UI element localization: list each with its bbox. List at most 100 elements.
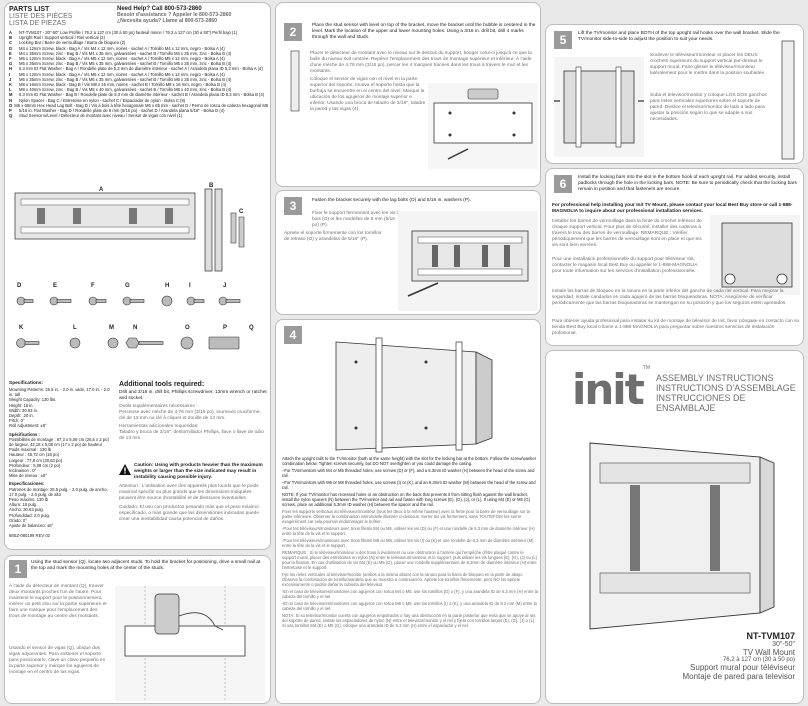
part-letter: F — [9, 56, 12, 62]
diagram-letter: D — [17, 283, 22, 289]
step-5-drawing — [554, 57, 644, 157]
step-4-paragraph: -Pour les téléviseurs/moniteurs avec tro… — [282, 525, 535, 537]
part-letter: Q — [9, 113, 13, 119]
step-3-badge: 3 — [284, 197, 302, 215]
specs-heading: Specifications: — [9, 381, 44, 386]
step-6-pro-en: For professional help installing your In… — [552, 203, 793, 214]
help-en: Need Help? Call 800-573-2860 — [117, 6, 202, 12]
part-description: Locking Bar / Barre de verrouillage / Ba… — [19, 40, 126, 46]
tools-heading: Additional tools required: — [119, 381, 205, 388]
step-4-paragraph: -En el caso de televisores/monitores con… — [282, 601, 537, 612]
step-2-es: Coloque el sensor de vigas con el nivel … — [310, 77, 426, 112]
spec-line: Roll Adjustment: ±8° — [9, 423, 47, 429]
step-4-paragraph: Attach the upright rails to the TV/monit… — [282, 456, 537, 467]
caution-fr: Attention : L'utilisation avec des appar… — [119, 484, 259, 501]
part-letter: D — [9, 45, 13, 51]
tools-en: Drill and 3/16 in. drill bit, Phillips s… — [119, 390, 267, 401]
diagram-letter: L — [73, 325, 77, 331]
parts-list-item: D M4 x 12mm Screw, black - Bag A / Vis M4… — [9, 46, 268, 51]
diagram-letter: B — [209, 183, 214, 189]
part-letter: M — [9, 92, 13, 98]
part-description: M5 x 12mm Screw, black - Bag A / Vis M5 … — [19, 56, 225, 62]
part-description: M8 x 40mm Screw, zinc - Bag B / Vis M8 x… — [19, 87, 232, 93]
tools-block: Additional tools required: Drill and 3/1… — [119, 381, 268, 442]
spec-line: Height: 18 in. — [9, 402, 34, 408]
spec-line: Patrones de montaje: 26.5 pulg. - 2.0 pu… — [9, 486, 108, 497]
spec-line: Hauteur : 45,72 cm (18 po) — [9, 452, 60, 458]
step-2-fr: Placer le détecteur de montant avec le n… — [310, 51, 532, 74]
title-es: INSTRUCCIONES DE ENSAMBLAJE — [656, 393, 746, 413]
diagram-letter: F — [91, 283, 95, 289]
step-6-drawing — [710, 215, 800, 295]
parts-drawing — [14, 188, 245, 350]
diagram-letter: A — [99, 187, 104, 193]
part-description: Stud Sensor w/Level / Détecteur de monta… — [19, 113, 183, 119]
diagram-letter: C — [239, 209, 244, 215]
parts-title-es: LISTA DE PIEZAS — [9, 20, 67, 27]
step-3-drawing — [398, 211, 538, 311]
spec-line: Mounting Patterns: 26.5 in. - 2.0 in. wi… — [9, 387, 110, 398]
spec-line: Profondeur : 5,08 cm (2 po) — [9, 462, 61, 468]
step-6-badge: 6 — [554, 175, 572, 193]
step-2-level-drawing — [290, 50, 300, 112]
screws-row-1 — [16, 295, 241, 307]
step-1-fr: À l'aide du détecteur de montant (Q), tr… — [9, 584, 107, 619]
part-description: M4 x 12mm Screw, black - Bag A / Vis M4 … — [19, 45, 225, 51]
spec-line: Peso máximo: 130 lb — [9, 497, 49, 503]
step-3-panel: 3 Fasten the bracket securely with the l… — [275, 190, 541, 315]
help-fr: Besoin d'assistance ? Appeler le 800-573… — [117, 12, 232, 18]
part-description: NT-TVM107 - 30"-50" Low Profile / 76.2 à… — [19, 30, 238, 35]
spec-line: Depth: .20 in. — [9, 413, 34, 419]
document-code: 88SZ-060199 REV 02 — [9, 533, 50, 539]
upright-rail-drawing — [204, 188, 223, 272]
spec-line: Poids maximal : 130 lb — [9, 447, 52, 453]
step-4-badge: 4 — [284, 326, 302, 344]
caution-block: Caution: Using with products heavier tha… — [119, 463, 268, 523]
diagram-letter: N — [133, 325, 138, 331]
part-letter: K — [9, 82, 13, 88]
specs-es-heading: Especificaciones: — [9, 481, 45, 487]
step-4-drawing — [335, 337, 493, 453]
screws-row-2 — [16, 336, 240, 350]
spec-line: Inclinaison : 0° — [9, 468, 37, 474]
spec-line: Possibilités de montage : 67,3 x 5,08 cm… — [9, 436, 109, 448]
spec-line: Mise de niveau : ±8° — [9, 473, 47, 479]
specs-fr-lines: Possibilités de montage : 67,3 x 5,08 cm… — [9, 437, 113, 479]
step-4-paragraph: Fije los rieles verticales al televisor/… — [282, 572, 523, 588]
specs-es-lines: Patrones de montaje: 26.5 pulg. - 2.0 pu… — [9, 487, 113, 529]
parts-title-fr: LISTE DES PIÈCES — [9, 13, 73, 20]
instruction-sheet: PARTS LIST LISTE DES PIÈCES LISTA DE PIE… — [4, 2, 804, 704]
part-letter: N — [9, 97, 13, 103]
step-6-fr: Installer les barres de verrouillage dan… — [552, 219, 702, 248]
title-en: ASSEMBLY INSTRUCTIONS — [656, 373, 774, 383]
product-info: NT-TVM107 30"-50" TV Wall Mount 76,2 à 1… — [595, 631, 795, 681]
specs-lines: Mounting Patterns: 26.5 in. - 2.0 in. wi… — [9, 387, 113, 429]
specs-block: Specifications: Mounting Patterns: 26.5 … — [9, 381, 113, 538]
model-number: NT-TVM107 — [746, 631, 795, 641]
parts-list-item: F M5 x 12mm Screw, black - Bag A / Vis M5… — [9, 56, 268, 61]
step-5-panel: 5 Lift the TV/monitor and place BOTH of … — [545, 24, 804, 164]
diagram-letter: M — [109, 325, 114, 331]
cover-panel: initTM ASSEMBLY INSTRUCTIONS INSTRUCTION… — [545, 350, 804, 704]
assembly-titles: ASSEMBLY INSTRUCTIONS INSTRUCTIONS D'ASS… — [656, 373, 801, 413]
part-letter: C — [9, 40, 13, 46]
step-4-paragraph: –For TVs/monitors with M4 or M5 threaded… — [282, 467, 535, 479]
tools-es-head: Herramientas adicionales requeridas: — [119, 424, 199, 429]
part-letter: J — [9, 76, 12, 82]
part-description: 5/16 in. Flat Washer - Bag D / Rondelle … — [19, 108, 225, 114]
part-description: 8.3 mm ID Flat Washer - Bag B / Rondelle… — [19, 92, 265, 98]
step-4-panel: 4 Attach the upright rails to the TV/mon… — [275, 319, 541, 704]
spec-line: Profundidad: 2.0 pulg. — [9, 512, 50, 518]
size-metric: 76,2 à 127 cm (30 à 50 po) — [722, 657, 795, 663]
